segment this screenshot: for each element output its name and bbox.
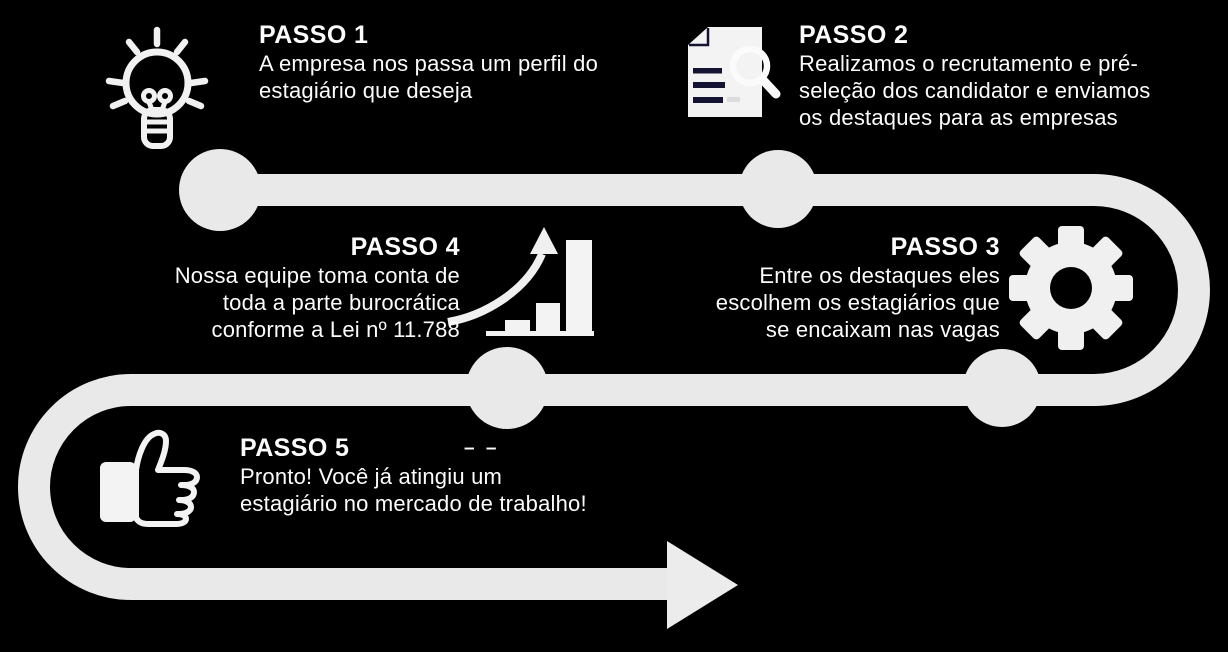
gear-icon <box>1009 226 1133 350</box>
step-2: PASSO 2 Realizamos o recrutamento e pré-… <box>799 20 1150 131</box>
step-4-line-2: toda a parte burocrática <box>222 290 460 315</box>
step-1-line-2: estagiário que deseja <box>259 78 473 103</box>
step-3: PASSO 3 Entre os destaques eles escolhem… <box>640 232 1000 343</box>
step-5-line-1: Pronto! Você já atingiu um <box>240 464 503 489</box>
step-1-title: PASSO 1 <box>259 21 369 49</box>
lightbulb-icon <box>105 26 209 149</box>
step-4-line-3: conforme a Lei nº 11.788 <box>211 317 460 342</box>
step-2-line-2: seleção dos candidator e enviamos <box>799 78 1151 103</box>
step-2-title: PASSO 2 <box>799 21 909 49</box>
document-search-icon <box>688 27 781 117</box>
flow-line <box>18 174 1210 600</box>
growth-chart-icon <box>447 227 594 336</box>
step-3-line-3: se encaixam nas vagas <box>765 317 1000 342</box>
arrow-head-icon <box>667 541 738 629</box>
step-3-title: PASSO 3 <box>890 233 1000 261</box>
thumbs-up-icon <box>100 429 200 527</box>
path-node-2 <box>739 150 817 228</box>
path-node-1 <box>179 149 261 231</box>
step-1-line-1: A empresa nos passa um perfil do <box>259 51 599 76</box>
step-4: PASSO 4 Nossa equipe toma conta de toda … <box>100 232 460 343</box>
step-5-title: PASSO 5 <box>240 434 350 462</box>
growth-arrow-head <box>530 227 558 254</box>
step-5-dash: – – <box>464 438 500 459</box>
step-5: PASSO 5 Pronto! Você já atingiu um estag… <box>240 433 587 517</box>
growth-curve <box>447 252 546 326</box>
path-node-4 <box>466 347 548 429</box>
step-4-title: PASSO 4 <box>350 233 460 261</box>
page-fold <box>689 28 710 47</box>
step-5-line-2: estagiário no mercado de trabalho! <box>240 491 587 516</box>
step-4-line-1: Nossa equipe toma conta de <box>174 263 460 288</box>
step-2-line-3: os destaques para as empresas <box>799 105 1118 130</box>
step-3-line-2: escolhem os estagiários que <box>715 290 1000 315</box>
step-2-line-1: Realizamos o recrutamento e pré- <box>799 51 1138 76</box>
step-1: PASSO 1 A empresa nos passa um perfil do… <box>259 20 598 104</box>
thumb-hand <box>133 429 200 527</box>
document-gray-line <box>727 97 740 102</box>
path-node-3 <box>963 349 1041 427</box>
thumb-cuff <box>100 462 136 522</box>
document-text-lines <box>693 68 725 103</box>
step-3-line-1: Entre os destaques eles <box>759 263 1000 288</box>
magnifier <box>729 45 781 99</box>
